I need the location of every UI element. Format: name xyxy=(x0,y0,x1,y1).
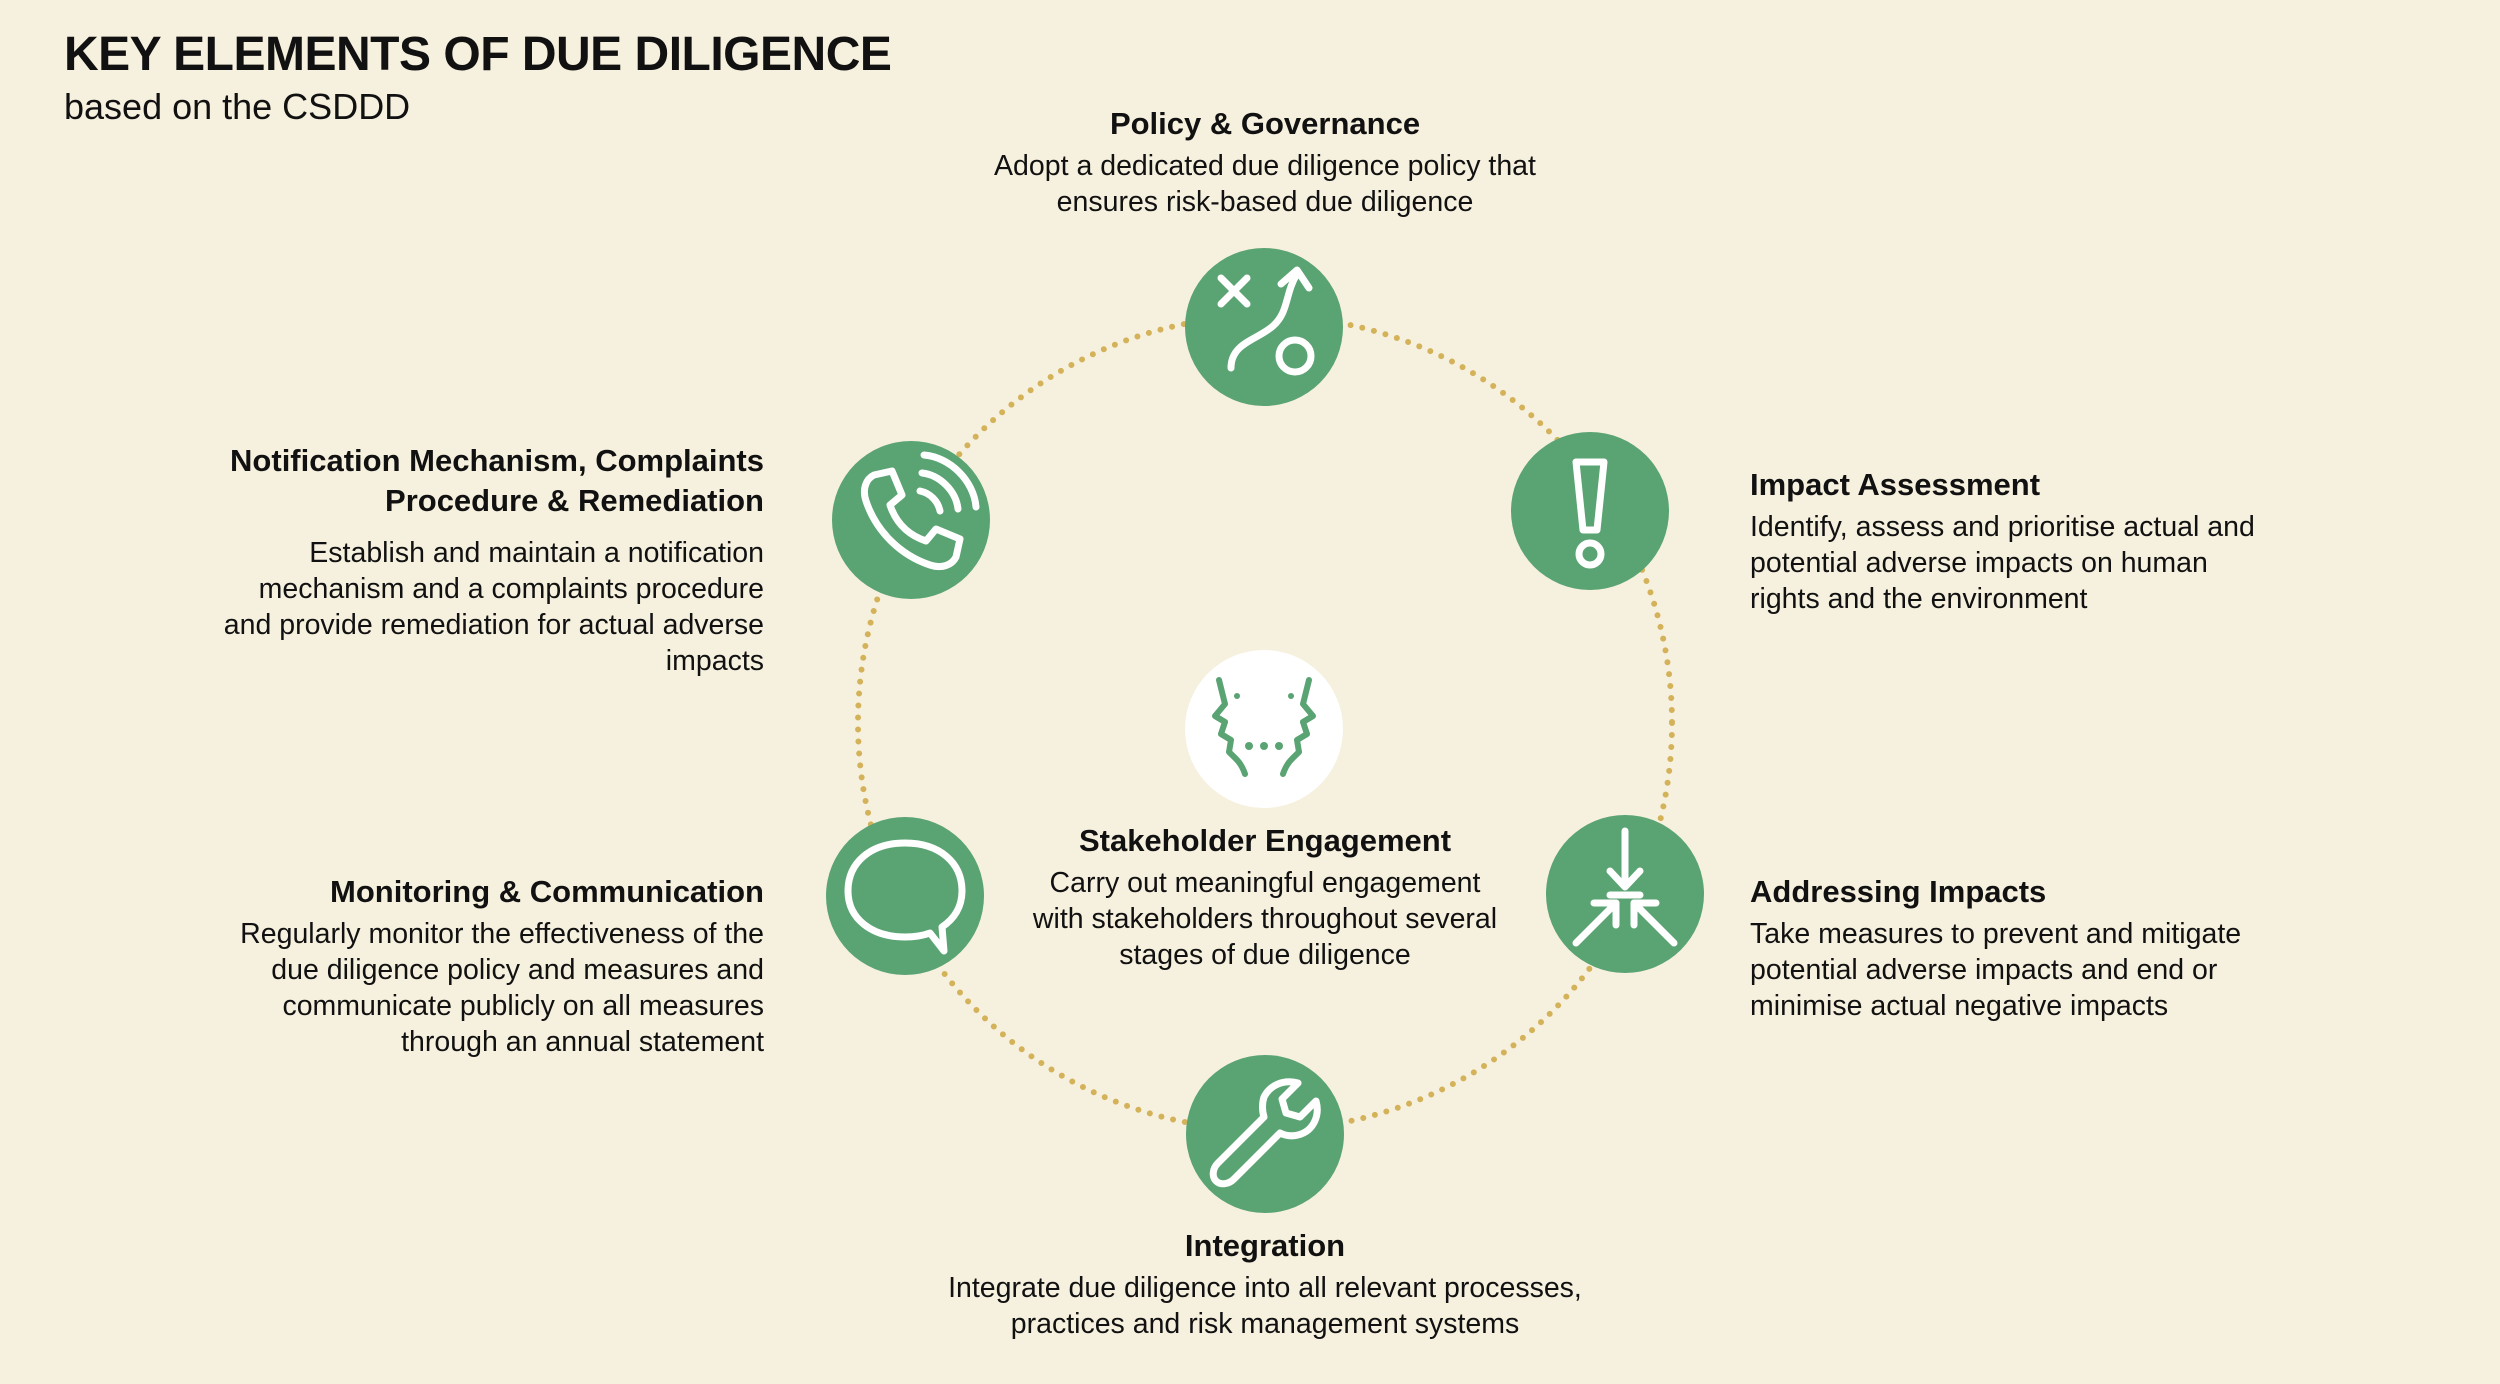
impact-assessment-node xyxy=(1511,432,1669,590)
addressing-text: Take measures to prevent and mitigate po… xyxy=(1750,918,2242,1022)
policy-node xyxy=(1185,248,1343,406)
addressing-title: Addressing Impacts xyxy=(1750,874,2047,909)
policy-text: Adopt a dedicated due diligence policy t… xyxy=(994,150,1536,218)
dialogue-faces-icon xyxy=(1212,677,1316,777)
notification-title: Notification Mechanism, Complaints Proce… xyxy=(230,443,764,518)
addressing-impacts-node xyxy=(1546,815,1704,973)
stakeholder-title: Stakeholder Engagement xyxy=(1078,823,1452,858)
notification-block: Notification Mechanism, Complaints Proce… xyxy=(222,441,764,679)
page-subtitle: based on the CSDDD xyxy=(64,86,411,127)
policy-block: Policy & Governance Adopt a dedicated du… xyxy=(945,104,1585,220)
phone-ringing-icon xyxy=(860,451,980,571)
impact-text: Identify, assess and prioritise actual a… xyxy=(1750,511,2255,615)
monitoring-text: Regularly monitor the effectiveness of t… xyxy=(240,918,764,1058)
page-title: KEY ELEMENTS OF DUE DILIGENCE xyxy=(64,28,892,81)
monitoring-title: Monitoring & Communication xyxy=(330,874,764,909)
exclamation-icon xyxy=(1572,458,1608,569)
integration-block: Integration Integrate due diligence into… xyxy=(895,1226,1635,1342)
wrench-icon xyxy=(1209,1078,1321,1188)
speech-bubble-icon xyxy=(844,839,966,955)
stakeholder-text: Carry out meaningful engagement with sta… xyxy=(1032,867,1498,971)
policy-title: Policy & Governance xyxy=(1109,106,1421,141)
integration-text: Integrate due diligence into all relevan… xyxy=(948,1272,1582,1340)
stakeholder-block: Stakeholder Engagement Carry out meaning… xyxy=(1030,821,1500,973)
monitoring-node xyxy=(826,817,984,975)
converging-arrows-icon xyxy=(1572,827,1678,947)
strategy-play-icon xyxy=(1217,266,1315,376)
notification-text: Establish and maintain a notification me… xyxy=(223,537,764,677)
integration-node xyxy=(1186,1055,1344,1213)
impact-block: Impact Assessment Identify, assess and p… xyxy=(1750,465,2270,617)
notification-node xyxy=(832,441,990,599)
addressing-block: Addressing Impacts Take measures to prev… xyxy=(1750,872,2270,1024)
monitoring-block: Monitoring & Communication Regularly mon… xyxy=(222,872,764,1060)
stakeholder-node xyxy=(1185,650,1343,808)
integration-title: Integration xyxy=(1184,1228,1346,1263)
impact-title: Impact Assessment xyxy=(1750,467,2041,502)
